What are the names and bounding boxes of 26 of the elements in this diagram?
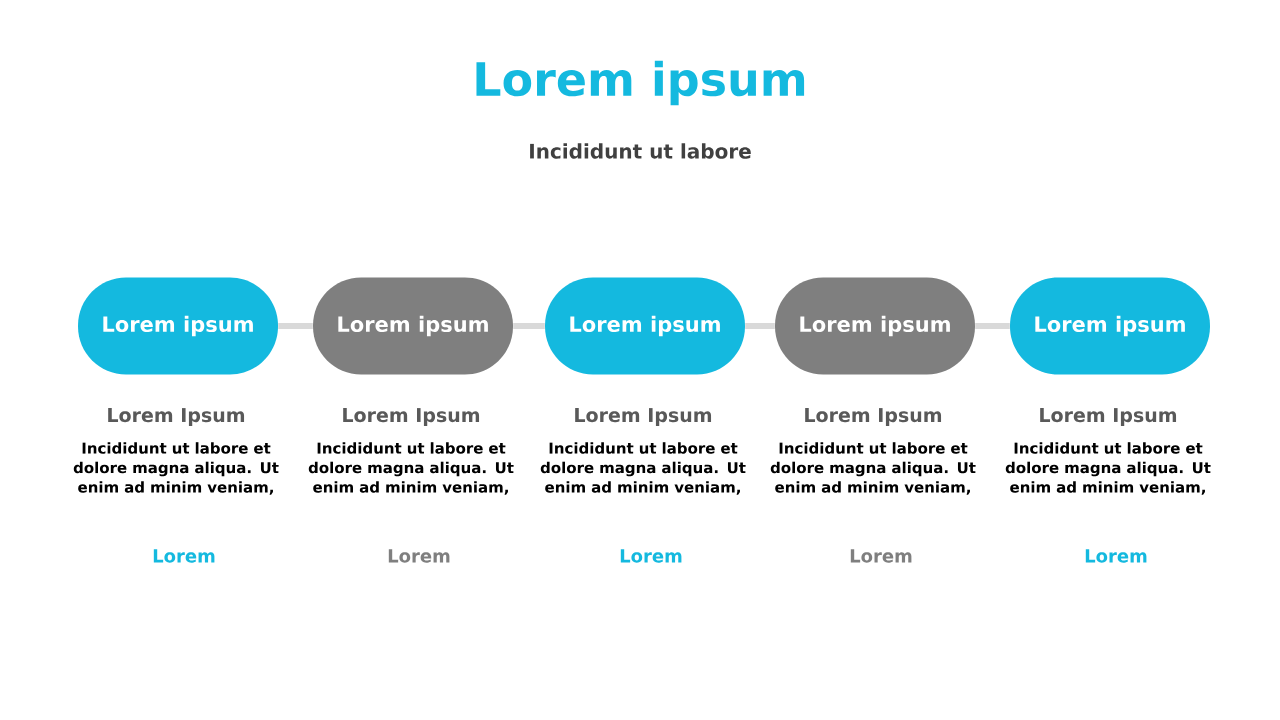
pill-box: Lorem ipsum	[313, 277, 513, 375]
step-description: Incididunt ut labore et dolore magna aliqua. Ut enim ad minim veniam,	[308, 442, 514, 495]
step-heading: Lorem Ipsum	[1040, 408, 1177, 426]
step-heading: Lorem Ipsum	[575, 408, 712, 426]
step-heading: Lorem Ipsum	[343, 408, 480, 426]
pill-box: Lorem ipsum	[545, 277, 745, 375]
step-label: Lorem	[153, 549, 215, 563]
connector-line	[975, 323, 1010, 329]
step-label: Lorem	[388, 549, 450, 563]
pill-box: Lorem ipsum	[78, 277, 278, 375]
connector-line	[513, 323, 545, 329]
step-description: Incididunt ut labore et dolore magna aliqua. Ut enim ad minim veniam,	[1005, 442, 1211, 495]
step-heading: Lorem Ipsum	[108, 408, 245, 426]
step-description: Incididunt ut labore et dolore magna aliqua. Ut enim ad minim veniam,	[770, 442, 976, 495]
title: Lorem ipsum	[476, 60, 805, 106]
pill-box: Lorem ipsum	[1010, 277, 1210, 375]
pill-box: Lorem ipsum	[775, 277, 975, 375]
connector-line	[278, 323, 313, 329]
step-label: Lorem	[1085, 549, 1147, 563]
step-description: Incididunt ut labore et dolore magna aliqua. Ut enim ad minim veniam,	[540, 442, 746, 495]
step-heading: Lorem Ipsum	[805, 408, 942, 426]
connector-line	[745, 323, 775, 329]
step-description: Incididunt ut labore et dolore magna aliqua. Ut enim ad minim veniam,	[73, 442, 279, 495]
step-label: Lorem	[620, 549, 682, 563]
step-label: Lorem	[850, 549, 912, 563]
subtitle: Incididunt ut labore	[530, 143, 751, 159]
